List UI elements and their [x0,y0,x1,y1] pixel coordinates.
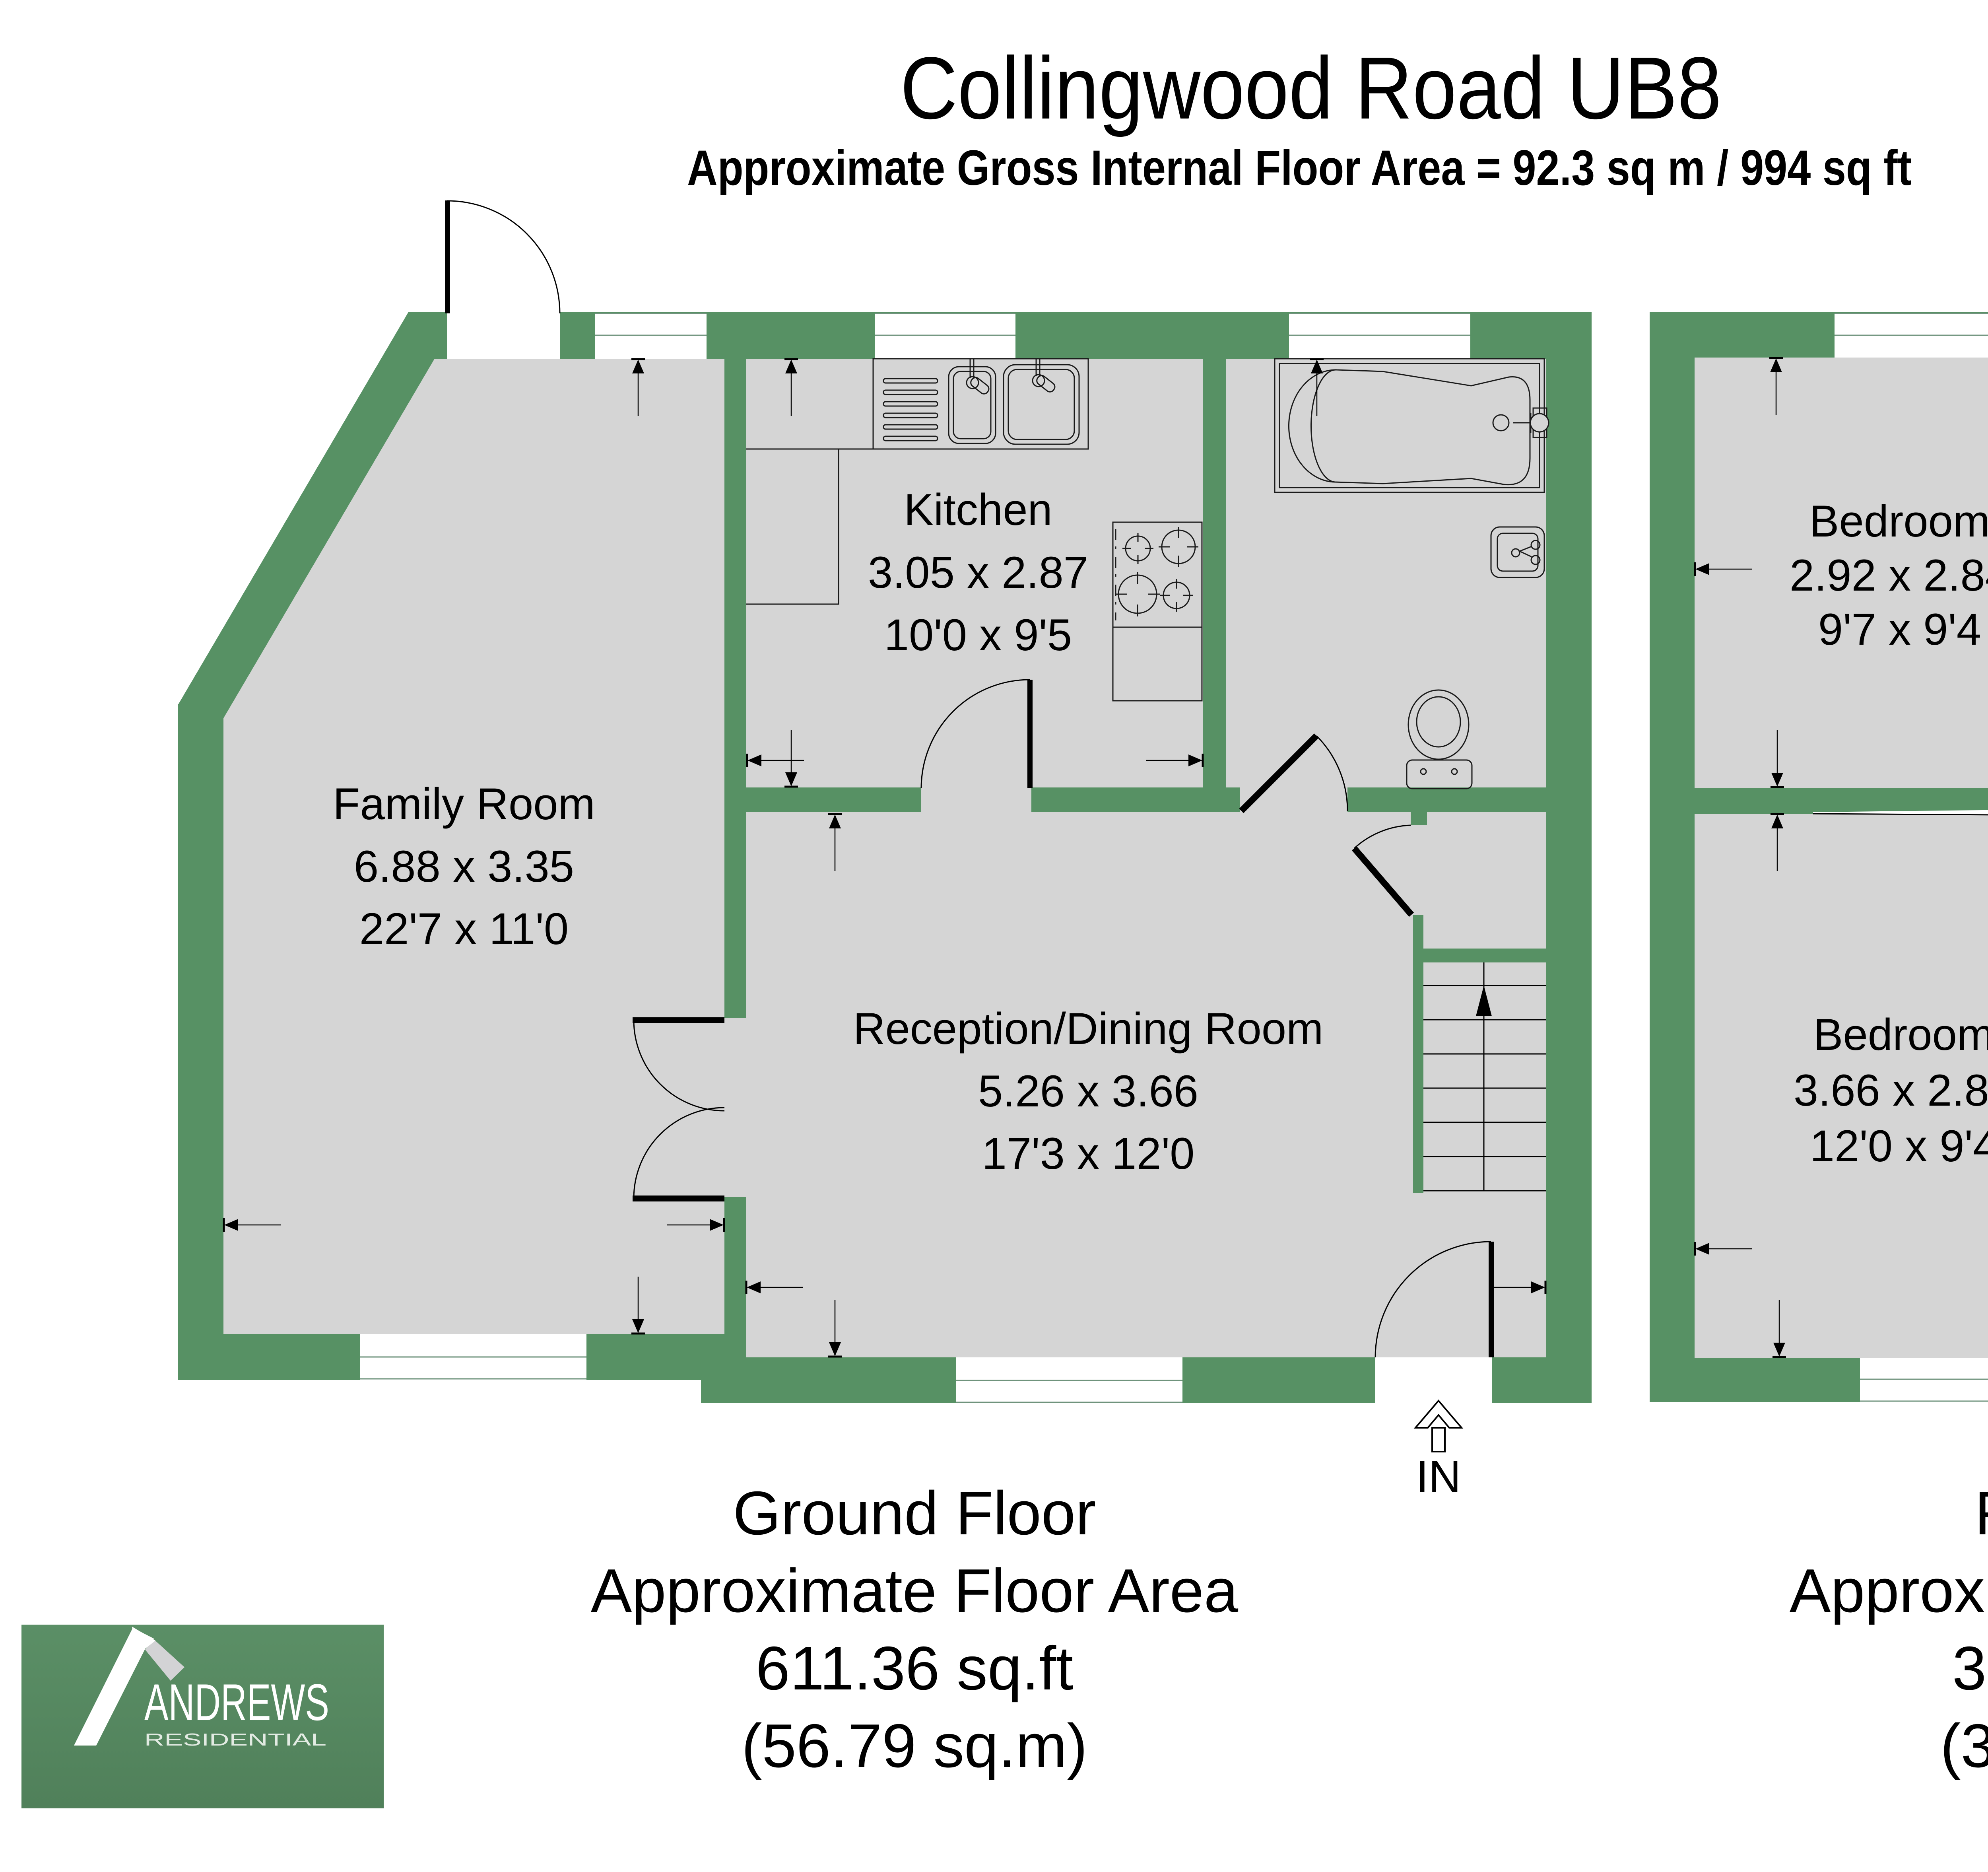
svg-text:6.88 x 3.35: 6.88 x 3.35 [354,842,574,891]
svg-text:Family Room: Family Room [333,779,595,829]
svg-text:3.05 x 2.87: 3.05 x 2.87 [868,548,1088,597]
svg-text:Bedroom: Bedroom [1813,1010,1988,1059]
svg-text:10'0 x 9'5: 10'0 x 9'5 [884,610,1072,660]
svg-text:IN: IN [1416,1452,1461,1502]
svg-text:3.66 x 2.84: 3.66 x 2.84 [1794,1065,1988,1115]
svg-text:RESIDENTIAL: RESIDENTIAL [144,1730,326,1750]
svg-text:12'0 x 9'4: 12'0 x 9'4 [1810,1121,1988,1171]
svg-text:2.92 x 2.84: 2.92 x 2.84 [1790,550,1988,600]
svg-text:Collingwood Road UB8: Collingwood Road UB8 [900,39,1722,138]
svg-text:Ground Floor: Ground Floor [733,1479,1096,1547]
svg-text:17'3 x 12'0: 17'3 x 12'0 [982,1129,1195,1178]
svg-text:ANDREWS: ANDREWS [144,1673,329,1731]
svg-text:22'7 x 11'0: 22'7 x 11'0 [359,904,569,954]
svg-text:Kitchen: Kitchen [904,485,1052,535]
svg-text:Approximate Gross Internal Flo: Approximate Gross Internal Floor Area = … [687,140,1912,196]
svg-text:9'7 x 9'4: 9'7 x 9'4 [1818,605,1981,654]
svg-text:(56.79 sq.m): (56.79 sq.m) [742,1711,1087,1780]
svg-text:Approximate Floor Area: Approximate Floor Area [591,1556,1239,1625]
svg-text:611.36 sq.ft: 611.36 sq.ft [756,1634,1074,1703]
svg-text:Bedroom: Bedroom [1809,496,1988,546]
svg-text:Reception/Dining Room: Reception/Dining Room [853,1004,1324,1054]
svg-text:Approximate Floor Area: Approximate Floor Area [1790,1556,1988,1625]
svg-text:5.26 x 3.66: 5.26 x 3.66 [978,1066,1198,1116]
svg-text:First Floor: First Floor [1974,1479,1988,1547]
svg-text:(35.51 sq.m): (35.51 sq.m) [1940,1711,1988,1780]
svg-text:382.28 sq.ft: 382.28 sq.ft [1952,1634,1988,1703]
